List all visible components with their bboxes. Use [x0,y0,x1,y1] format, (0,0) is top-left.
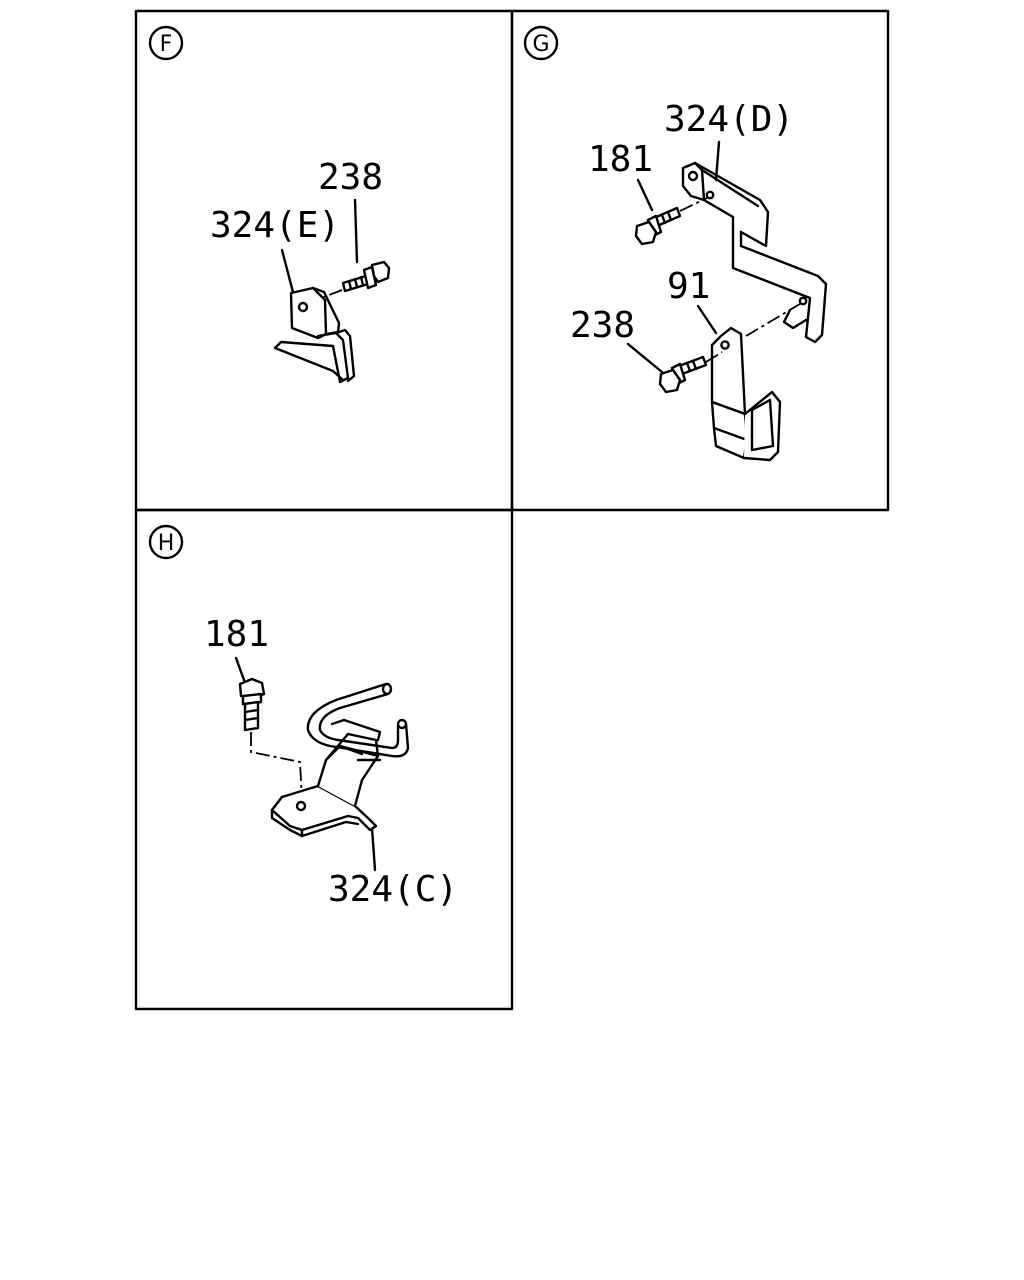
label-324-d: 324(D) [664,99,794,140]
panel-g-marker: G [523,25,559,61]
panel-g: G 324(D) 181 91 238 [523,25,828,462]
bracket-91-icon [710,326,782,462]
bolt-238-icon [341,260,391,293]
panel-g-letter: G [532,32,549,57]
bolt-238-g-icon [658,355,708,394]
panel-h-marker: H [148,524,184,560]
label-238-g: 238 [570,305,635,346]
label-181-g: 181 [588,139,653,180]
axis-line-g-91 [705,351,723,363]
panel-f-letter: F [160,32,173,57]
leader-238 [353,198,359,264]
leader-324-c [370,826,377,872]
leader-324-d [714,140,721,182]
axis-line-g-top [679,196,710,212]
bolt-181-h-icon [238,677,266,732]
label-91: 91 [667,266,710,307]
leader-238-g [626,342,664,374]
panel-f: F 238 324(E) [148,25,391,384]
bracket-324-c-icon [270,682,410,838]
panel-h-letter: H [158,531,175,556]
label-324-c: 324(C) [328,869,458,910]
panel-g-frame [510,9,890,512]
leader-181-h [234,656,246,682]
label-238: 238 [318,157,383,198]
leader-181-g [636,178,654,212]
panel-h-frame [134,508,514,1011]
axis-line-g-bottom [745,303,801,337]
panel-f-frame [134,9,514,512]
panel-f-marker: F [148,25,184,61]
bracket-324-e-icon [273,286,356,384]
leader-324-e [280,248,296,298]
axis-line-h [250,732,303,801]
panel-frames [134,9,890,1011]
label-181-h: 181 [204,614,269,655]
leader-91 [696,304,718,335]
panel-h: H 181 324(C) [148,524,458,910]
label-324-e: 324(E) [210,205,340,246]
bolt-181-g-icon [634,206,682,246]
